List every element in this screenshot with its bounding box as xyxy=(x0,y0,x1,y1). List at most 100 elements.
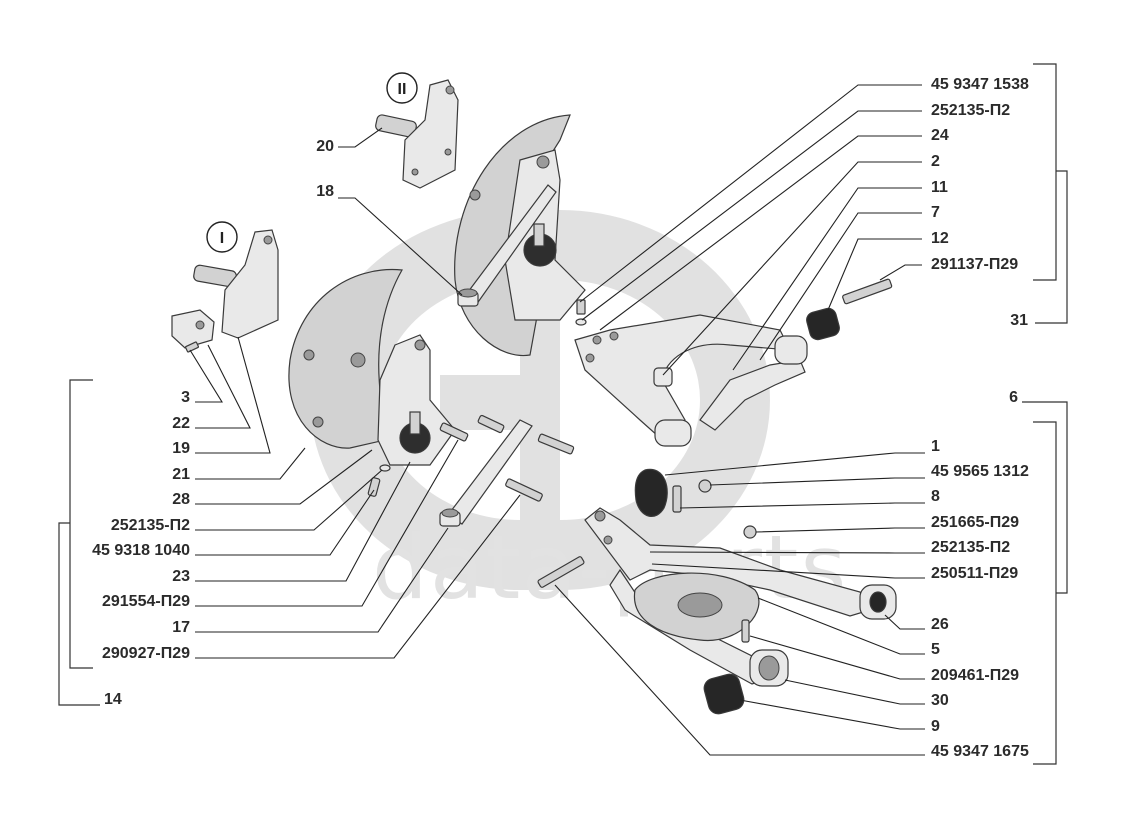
lead-26 xyxy=(884,614,925,630)
bolt-body xyxy=(842,278,893,305)
buffer xyxy=(634,468,668,517)
lead-22 xyxy=(195,344,251,429)
bolt-209461 xyxy=(741,619,750,643)
hole xyxy=(603,535,613,545)
bushing-body xyxy=(806,307,840,341)
lead-19 xyxy=(195,336,271,454)
label-item: 252135-П2 xyxy=(111,517,190,534)
lead-28 xyxy=(195,449,373,505)
labels-top-left: 20 18 xyxy=(316,138,334,200)
knuckle-housing-II xyxy=(504,149,586,321)
hole xyxy=(303,349,315,361)
labels-bottom-right: 6 1 45 9565 1312 8 251665-П29 252135-П2 … xyxy=(931,389,1029,760)
bracket-31 xyxy=(1035,170,1068,324)
hole xyxy=(444,148,452,156)
lead-252135-left xyxy=(195,469,383,531)
label-item: 21 xyxy=(172,466,190,483)
lead-30 xyxy=(784,679,925,705)
label-item: 250511-П29 xyxy=(931,565,1018,582)
loose-bolts xyxy=(439,414,585,588)
bolt-45-9347-1538 xyxy=(576,299,586,315)
hole xyxy=(609,331,619,341)
bushing-26-core xyxy=(869,591,887,613)
lead-45-9565-1312 xyxy=(709,477,925,486)
variant-I-marker: I xyxy=(206,221,238,253)
spacer-block xyxy=(171,309,215,349)
hole xyxy=(469,189,481,201)
variant-II-marker: II xyxy=(386,72,418,104)
label-item: 45 9347 1675 xyxy=(931,743,1029,760)
bracket-14 xyxy=(58,522,100,706)
bolt xyxy=(439,422,469,442)
hole xyxy=(594,510,606,522)
arm-brace xyxy=(699,359,806,431)
bolt xyxy=(505,478,543,502)
hole xyxy=(592,335,602,345)
lead-209461 xyxy=(749,635,925,680)
lead-8 xyxy=(679,502,925,509)
hole xyxy=(414,339,426,351)
label-item: 290927-П29 xyxy=(102,645,190,662)
upper-arm-fasteners xyxy=(575,299,587,326)
label-item: 11 xyxy=(931,179,948,196)
label-item: 24 xyxy=(931,127,949,144)
lead-3 xyxy=(189,349,223,403)
label-item: 1 xyxy=(931,438,940,455)
bolt-3 xyxy=(185,341,199,353)
label-item: 7 xyxy=(931,204,940,221)
label-item: 291137-П29 xyxy=(931,256,1018,273)
upper-arm-7 xyxy=(574,314,808,447)
hole xyxy=(263,235,273,245)
ball-stud xyxy=(533,223,545,247)
bracket-top-right-inner xyxy=(1033,63,1057,281)
labels-left: 3 22 19 21 28 252135-П2 45 9318 1040 23 … xyxy=(92,389,190,708)
label-item: 17 xyxy=(172,619,190,636)
long-bolt-291137 xyxy=(842,278,893,305)
lead-lines xyxy=(189,84,925,756)
label-item: 291554-П29 xyxy=(102,593,190,610)
eye-hole xyxy=(441,508,459,518)
lead-23 xyxy=(195,461,411,582)
lead-12 xyxy=(827,238,922,311)
label-item: 30 xyxy=(931,692,949,709)
label-group-31: 31 xyxy=(1010,312,1028,329)
lead-45-9347-1675 xyxy=(554,584,925,756)
bolt xyxy=(367,477,381,497)
variant-label: I xyxy=(220,230,224,247)
bracket-6 xyxy=(1022,401,1068,594)
nut-45-9565-1312 xyxy=(698,479,712,493)
pin-bushing xyxy=(653,367,673,387)
shield-disc xyxy=(288,268,403,449)
rubber-buffer-1 xyxy=(634,468,668,517)
bolt xyxy=(537,433,575,455)
steering-arm-17 xyxy=(439,419,533,527)
brake-shield-21 xyxy=(288,268,403,449)
lead-24 xyxy=(599,135,922,331)
label-item: 8 xyxy=(931,488,940,505)
rubber-bushing-9 xyxy=(703,673,745,715)
lead-9 xyxy=(739,699,925,730)
label-item: 252135-П2 xyxy=(931,102,1010,119)
nut-251665 xyxy=(743,525,757,539)
housing xyxy=(377,334,456,466)
lead-252135-right xyxy=(649,551,925,554)
label-group-6: 6 xyxy=(1009,389,1018,406)
pin-8 xyxy=(672,485,682,513)
lead-45-9318-1040 xyxy=(195,489,375,556)
eye-30-hole xyxy=(758,655,780,681)
group-brackets xyxy=(58,63,1068,765)
lead-291554 xyxy=(195,439,459,607)
label-item: 3 xyxy=(181,389,190,406)
seat-hole xyxy=(677,592,723,618)
variant-circle xyxy=(386,72,418,104)
rear-bushing xyxy=(774,335,808,365)
spacer-22 xyxy=(171,309,215,349)
watermark-bar xyxy=(440,375,560,430)
hole xyxy=(411,168,419,176)
labels-top-right: 45 9347 1538 252135-П2 24 2 11 7 12 2911… xyxy=(931,76,1029,329)
lead-45-9347-1538 xyxy=(579,84,922,303)
lead-290927 xyxy=(195,494,521,659)
label-20: 20 xyxy=(316,138,334,155)
